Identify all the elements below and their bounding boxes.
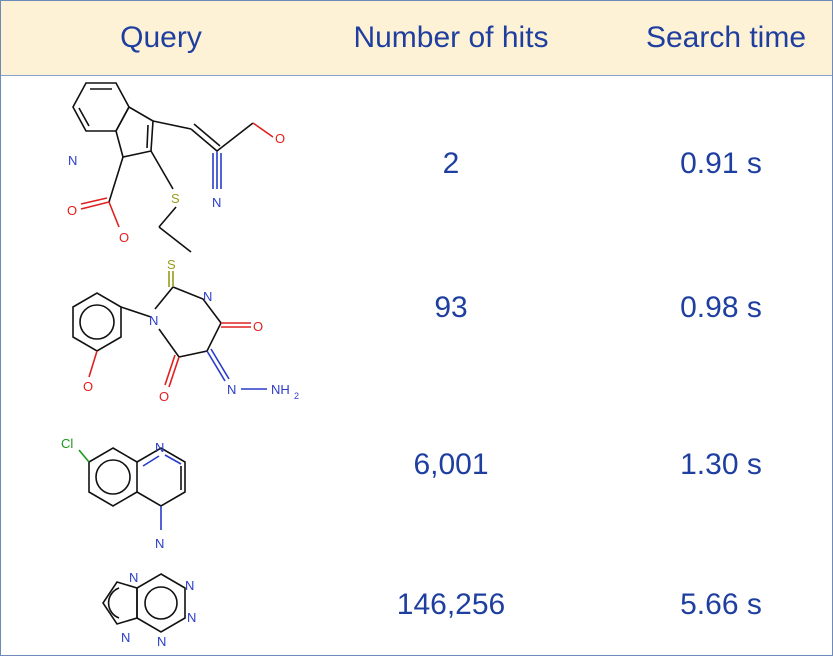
atom-label-n: N bbox=[149, 313, 158, 328]
atom-label-o: O bbox=[253, 319, 263, 334]
table-header: Query Number of hits Search time bbox=[1, 1, 832, 76]
atom-label-n: N bbox=[155, 536, 164, 551]
atom-label-n: N bbox=[185, 578, 194, 593]
atom-label-o: O bbox=[159, 389, 169, 404]
atom-label-n: N bbox=[157, 634, 166, 649]
indolizine-aldehyde-ester-icon: N O N S O O bbox=[67, 82, 285, 253]
atom-label-n: N bbox=[121, 630, 130, 645]
atom-label-s: S bbox=[171, 191, 180, 206]
header-query: Query bbox=[120, 21, 202, 54]
atom-label-n: N bbox=[212, 195, 221, 210]
search-time-value: 1.30 s bbox=[680, 448, 762, 481]
hits-value: 2 bbox=[442, 147, 460, 180]
search-time-value: 0.91 s bbox=[680, 147, 762, 180]
header-search-time: Search time bbox=[645, 21, 807, 54]
atom-label-n: N bbox=[227, 382, 236, 397]
atom-label-n: N bbox=[203, 289, 212, 304]
atom-label-s: S bbox=[167, 259, 176, 272]
search-time-value: 0.98 s bbox=[680, 291, 762, 324]
atom-label-n: N bbox=[187, 610, 196, 625]
atom-label-o: O bbox=[275, 131, 285, 146]
atom-label-subscript: 2 bbox=[294, 391, 299, 401]
atom-label-o: O bbox=[67, 203, 77, 218]
hits-value: 6,001 bbox=[413, 448, 489, 481]
table-row: N O N S O O 2 0.91 s bbox=[1, 77, 832, 257]
chloroquinoline-amine-icon: Cl N N bbox=[61, 436, 186, 551]
table-row: N N N N N 146,256 5.66 s bbox=[1, 566, 832, 655]
hits-value: 93 bbox=[434, 291, 468, 324]
purine-icon: N N N N N bbox=[102, 570, 196, 649]
atom-label-n: N bbox=[68, 153, 77, 168]
atom-label-n: N bbox=[129, 570, 138, 585]
search-time-value: 5.66 s bbox=[680, 588, 762, 621]
table-row: Cl N N 6,001 1.30 s bbox=[1, 426, 832, 556]
atom-label-n: N bbox=[155, 440, 164, 455]
hits-value: 146,256 bbox=[396, 588, 506, 621]
atom-label-nh: NH bbox=[271, 382, 290, 397]
atom-label-o: O bbox=[119, 230, 129, 245]
header-number-of-hits: Number of hits bbox=[353, 21, 549, 54]
atom-label-cl: Cl bbox=[61, 436, 73, 451]
table-row: S N N O O O N NH 2 93 0.98 s bbox=[1, 259, 832, 409]
atom-label-o: O bbox=[83, 379, 93, 394]
thioxopyrimidinedione-hydrazone-icon: S N N O O O N NH 2 bbox=[72, 259, 299, 404]
